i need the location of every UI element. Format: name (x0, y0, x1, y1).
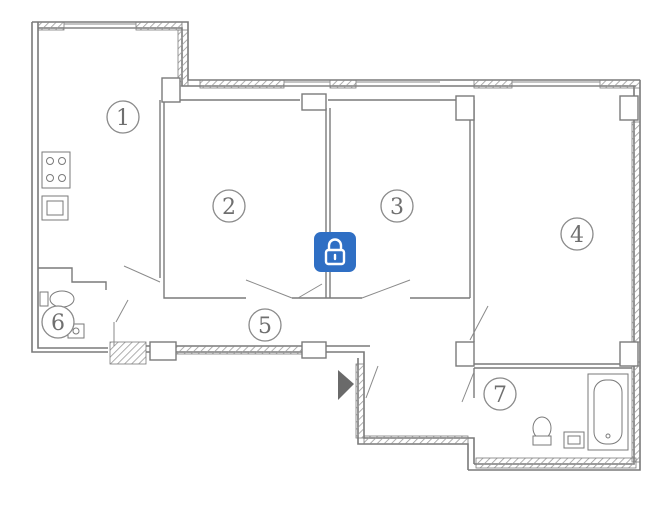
entrance-arrow-icon (338, 370, 354, 400)
kitchen-fixtures (41, 151, 71, 221)
lock-icon (314, 232, 356, 272)
svg-text:6: 6 (51, 311, 65, 336)
wall-hatching (37, 21, 641, 469)
svg-text:3: 3 (390, 195, 404, 220)
room-labels: 1 2 3 4 5 6 7 (41, 100, 594, 411)
room-6-label: 6 (41, 305, 75, 339)
doors (113, 265, 489, 403)
toilet-icon (39, 291, 49, 307)
room-3-label: 3 (380, 189, 414, 223)
room-2-label: 2 (212, 189, 246, 223)
bathroom-7-fixtures (532, 373, 629, 451)
room-7-label: 7 (483, 377, 517, 411)
lock-button[interactable] (314, 232, 356, 272)
stove-icon (41, 151, 71, 189)
windows (64, 23, 600, 87)
room-5-label: 5 (248, 308, 282, 342)
columns (149, 77, 639, 367)
svg-text:4: 4 (570, 223, 584, 248)
sink-icon (41, 195, 69, 221)
washbasin-icon (563, 431, 585, 449)
room-1-label: 1 (106, 100, 140, 134)
svg-text:5: 5 (258, 314, 272, 339)
svg-text:2: 2 (222, 195, 236, 220)
room-4-label: 4 (560, 217, 594, 251)
svg-text:7: 7 (493, 383, 507, 408)
bathroom-6-fixtures (39, 290, 85, 339)
svg-text:1: 1 (116, 106, 130, 131)
